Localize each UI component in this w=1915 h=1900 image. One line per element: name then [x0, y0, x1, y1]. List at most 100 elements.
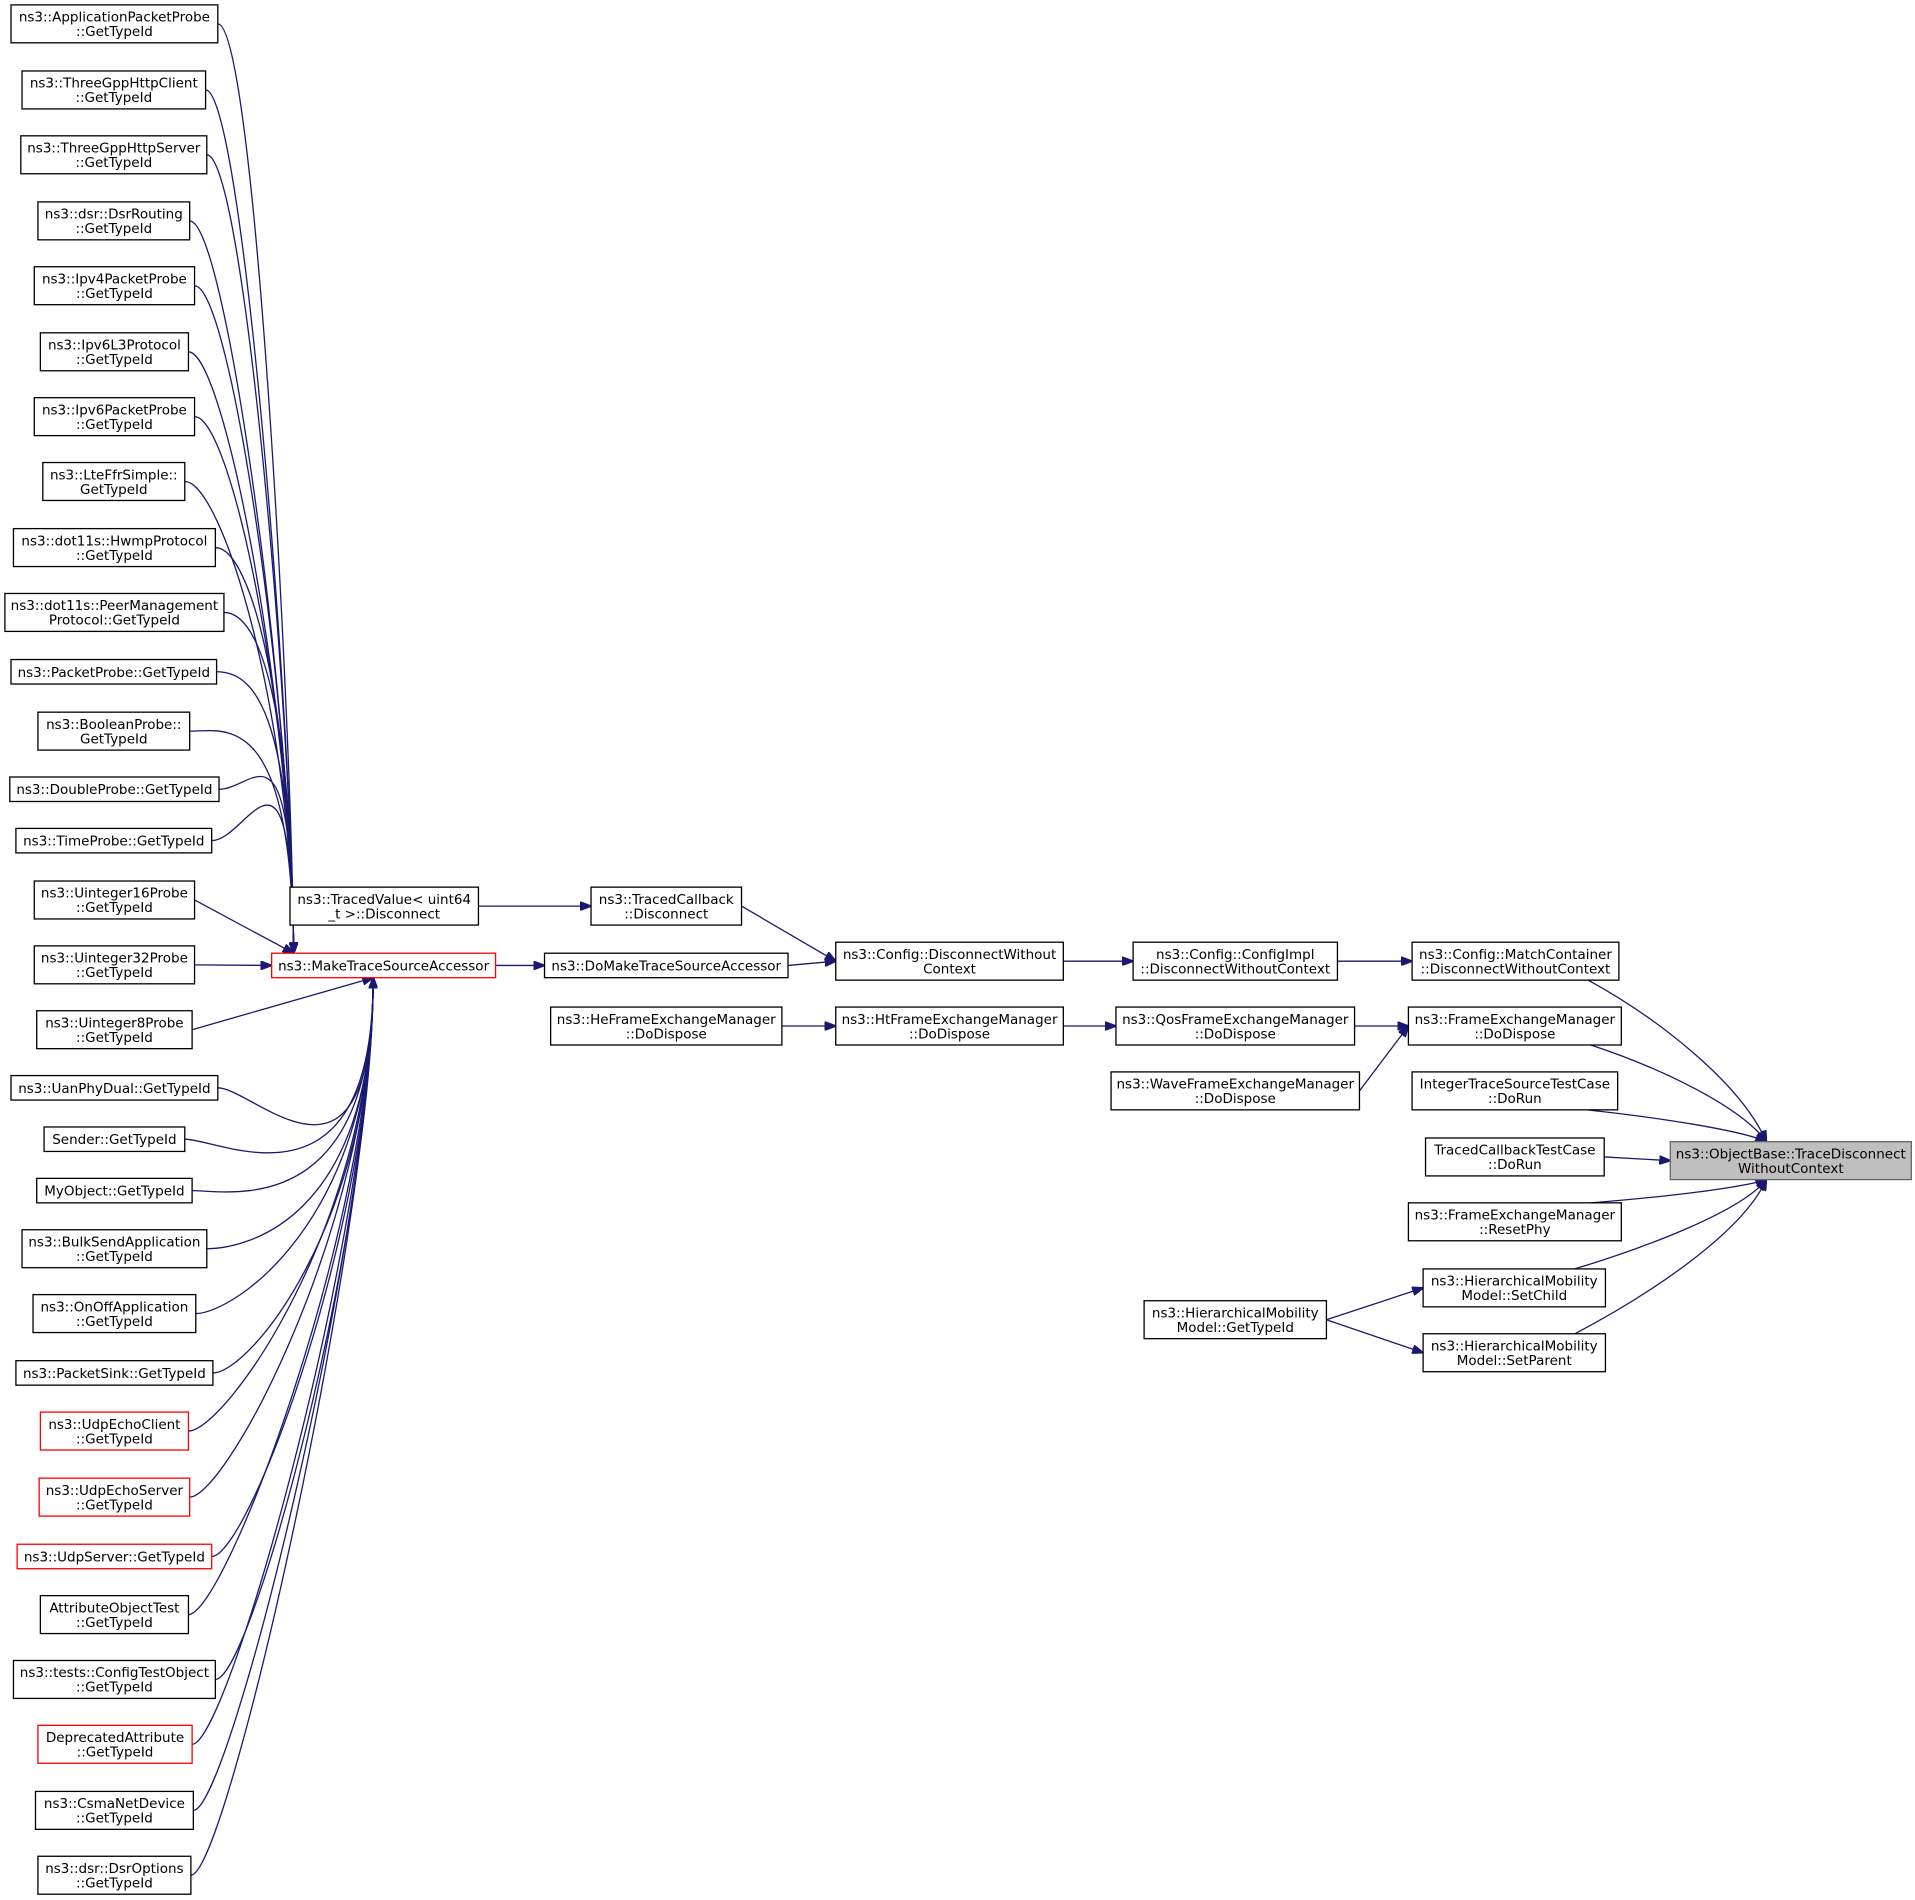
node-hm_typeid[interactable]: ns3::HierarchicalMobilityModel::GetTypeI…	[1143, 1300, 1328, 1340]
node-fem_dispose[interactable]: ns3::FrameExchangeManager::DoDispose	[1407, 1006, 1622, 1046]
node-c19[interactable]: Sender::GetTypeId	[43, 1126, 186, 1153]
node-c13[interactable]: ns3::DoubleProbe::GetTypeId	[9, 776, 220, 803]
node-c08[interactable]: ns3::LteFfrSimple::GetTypeId	[42, 461, 186, 502]
node-c03[interactable]: ns3::ThreeGppHttpServer::GetTypeId	[20, 135, 208, 175]
node-box-wave_dispose	[1110, 1071, 1361, 1111]
node-box-hm_typeid	[1143, 1300, 1328, 1340]
node-box-c21	[21, 1229, 208, 1269]
node-box-c10	[4, 592, 225, 633]
node-c23[interactable]: ns3::PacketSink::GetTypeId	[15, 1360, 214, 1386]
node-qos_dispose[interactable]: ns3::QosFrameExchangeManager::DoDispose	[1115, 1006, 1356, 1046]
node-label-domake-line1: ns3::DoMakeTraceSourceAccessor	[551, 958, 781, 974]
node-c29[interactable]: DeprecatedAttribute::GetTypeId	[37, 1724, 193, 1764]
node-c20[interactable]: MyObject::GetTypeId	[36, 1177, 193, 1204]
node-label-fem_dispose-line1: ns3::FrameExchangeManager	[1415, 1012, 1616, 1028]
node-c10[interactable]: ns3::dot11s::PeerManagementProtocol::Get…	[4, 592, 225, 633]
node-label-c28-line1: ns3::tests::ConfigTestObject	[20, 1665, 209, 1681]
node-c09[interactable]: ns3::dot11s::HwmpProtocol::GetTypeId	[12, 527, 217, 568]
node-box-c25	[38, 1477, 191, 1517]
node-box-c27	[39, 1594, 190, 1635]
node-c17[interactable]: ns3::Uinteger8Probe::GetTypeId	[36, 1010, 193, 1050]
node-label-fem_reset-line2: ::ResetPhy	[1479, 1222, 1551, 1238]
edge-tcb_test-to-root	[1604, 1157, 1670, 1161]
node-c31[interactable]: ns3::dsr::DsrOptions::GetTypeId	[37, 1855, 192, 1895]
node-c18[interactable]: ns3::UanPhyDual::GetTypeId	[10, 1074, 219, 1101]
node-box-c05	[33, 266, 196, 306]
node-c30[interactable]: ns3::CsmaNetDevice::GetTypeId	[34, 1790, 194, 1830]
node-c27[interactable]: AttributeObjectTest::GetTypeId	[39, 1594, 190, 1635]
node-label-cfg_disc-line1: ns3::Config::DisconnectWithout	[843, 947, 1056, 963]
node-c06[interactable]: ns3::Ipv6L3Protocol::GetTypeId	[39, 332, 190, 372]
node-label-hm_child-line1: ns3::HierarchicalMobility	[1431, 1274, 1598, 1290]
node-label-tcb_test-line1: TracedCallbackTestCase	[1433, 1143, 1595, 1159]
node-label-c21-line1: ns3::BulkSendApplication	[28, 1234, 200, 1250]
node-label-c30-line2: ::GetTypeId	[76, 1811, 153, 1827]
edge-c31-to-make	[190, 978, 373, 1876]
node-label-c23-line1: ns3::PacketSink::GetTypeId	[23, 1366, 206, 1382]
node-c28[interactable]: ns3::tests::ConfigTestObject::GetTypeId	[12, 1659, 217, 1700]
node-box-c08	[42, 461, 186, 502]
node-ht_dispose[interactable]: ns3::HtFrameExchangeManager::DoDispose	[835, 1006, 1064, 1046]
edge-c24-to-make	[188, 978, 373, 1432]
node-cfg_impl[interactable]: ns3::Config::ConfigImpl::DisconnectWitho…	[1132, 941, 1339, 981]
edge-c28-to-make	[215, 978, 373, 1681]
node-label-tcb_test-line2: ::DoRun	[1488, 1157, 1542, 1173]
node-label-c18-line1: ns3::UanPhyDual::GetTypeId	[18, 1081, 210, 1097]
edge-c07-to-make	[194, 416, 294, 954]
node-label-c07-line1: ns3::Ipv6PacketProbe	[42, 402, 187, 418]
node-label-c09-line2: ::GetTypeId	[76, 548, 153, 564]
node-he_dispose[interactable]: ns3::HeFrameExchangeManager::DoDispose	[549, 1006, 783, 1046]
node-c14[interactable]: ns3::TimeProbe::GetTypeId	[15, 827, 213, 854]
edge-wave_dispose-to-fem_dispose	[1358, 1026, 1408, 1092]
node-tv_disc[interactable]: ns3::TracedValue< uint64_t >::Disconnect	[289, 886, 480, 926]
node-make[interactable]: ns3::MakeTraceSourceAccessor	[270, 952, 497, 979]
node-box-cfg_disc	[835, 941, 1064, 981]
node-box-hm_parent	[1422, 1333, 1607, 1373]
node-hm_parent[interactable]: ns3::HierarchicalMobilityModel::SetParen…	[1422, 1333, 1607, 1373]
node-box-c01	[10, 4, 219, 44]
node-label-cfg_impl-line1: ns3::Config::ConfigImpl	[1156, 947, 1314, 963]
node-box-c29	[37, 1724, 193, 1764]
node-int_test[interactable]: IntegerTraceSourceTestCase::DoRun	[1411, 1071, 1619, 1111]
node-c16[interactable]: ns3::Uinteger32Probe::GetTypeId	[33, 945, 196, 985]
node-label-c11-line1: ns3::PacketProbe::GetTypeId	[18, 665, 210, 681]
node-c15[interactable]: ns3::Uinteger16Probe::GetTypeId	[33, 880, 196, 920]
node-label-c21-line2: ::GetTypeId	[76, 1249, 153, 1265]
node-c07[interactable]: ns3::Ipv6PacketProbe::GetTypeId	[33, 397, 196, 437]
node-label-c05-line1: ns3::Ipv4PacketProbe	[42, 271, 187, 287]
node-c11[interactable]: ns3::PacketProbe::GetTypeId	[10, 658, 218, 685]
node-c24[interactable]: ns3::UdpEchoClient::GetTypeId	[39, 1411, 190, 1451]
node-label-make-line1: ns3::MakeTraceSourceAccessor	[278, 958, 489, 974]
node-label-c06-line2: ::GetTypeId	[76, 352, 153, 368]
node-label-c03-line1: ns3::ThreeGppHttpServer	[27, 141, 201, 157]
edge-fem_dispose-to-root	[1590, 1044, 1767, 1142]
node-tcb_disc[interactable]: ns3::TracedCallback::Disconnect	[590, 886, 743, 926]
node-match[interactable]: ns3::Config::MatchContainer::DisconnectW…	[1411, 941, 1620, 981]
node-domake[interactable]: ns3::DoMakeTraceSourceAccessor	[543, 952, 789, 979]
node-box-c06	[39, 332, 190, 372]
node-label-ht_dispose-line2: ::DoDispose	[909, 1026, 990, 1042]
node-tcb_test[interactable]: TracedCallbackTestCase::DoRun	[1424, 1137, 1605, 1177]
node-c04[interactable]: ns3::dsr::DsrRouting::GetTypeId	[37, 201, 191, 241]
node-label-he_dispose-line1: ns3::HeFrameExchangeManager	[557, 1012, 776, 1028]
node-label-c26-line1: ns3::UdpServer::GetTypeId	[24, 1549, 205, 1565]
node-c21[interactable]: ns3::BulkSendApplication::GetTypeId	[21, 1229, 208, 1269]
node-label-c31-line2: ::GetTypeId	[76, 1875, 153, 1891]
node-label-hm_typeid-line2: Model::GetTypeId	[1177, 1320, 1294, 1336]
node-fem_reset[interactable]: ns3::FrameExchangeManager::ResetPhy	[1407, 1202, 1622, 1242]
node-c26[interactable]: ns3::UdpServer::GetTypeId	[16, 1543, 213, 1570]
node-root[interactable]: ns3::ObjectBase::TraceDisconnectWithoutC…	[1669, 1141, 1912, 1181]
node-wave_dispose[interactable]: ns3::WaveFrameExchangeManager::DoDispose	[1110, 1071, 1361, 1111]
node-c22[interactable]: ns3::OnOffApplication::GetTypeId	[32, 1293, 197, 1334]
node-c12[interactable]: ns3::BooleanProbe::GetTypeId	[37, 711, 191, 751]
node-c25[interactable]: ns3::UdpEchoServer::GetTypeId	[38, 1477, 191, 1517]
node-label-c02-line2: ::GetTypeId	[75, 90, 152, 106]
edge-c14-to-make	[211, 804, 294, 953]
node-c01[interactable]: ns3::ApplicationPacketProbe::GetTypeId	[10, 4, 219, 44]
node-c05[interactable]: ns3::Ipv4PacketProbe::GetTypeId	[33, 266, 196, 306]
edge-c22-to-make	[195, 978, 373, 1315]
node-cfg_disc[interactable]: ns3::Config::DisconnectWithoutContext	[835, 941, 1064, 981]
node-c02[interactable]: ns3::ThreeGppHttpClient::GetTypeId	[21, 70, 207, 110]
node-label-c08-line1: ns3::LteFfrSimple::	[50, 467, 178, 483]
